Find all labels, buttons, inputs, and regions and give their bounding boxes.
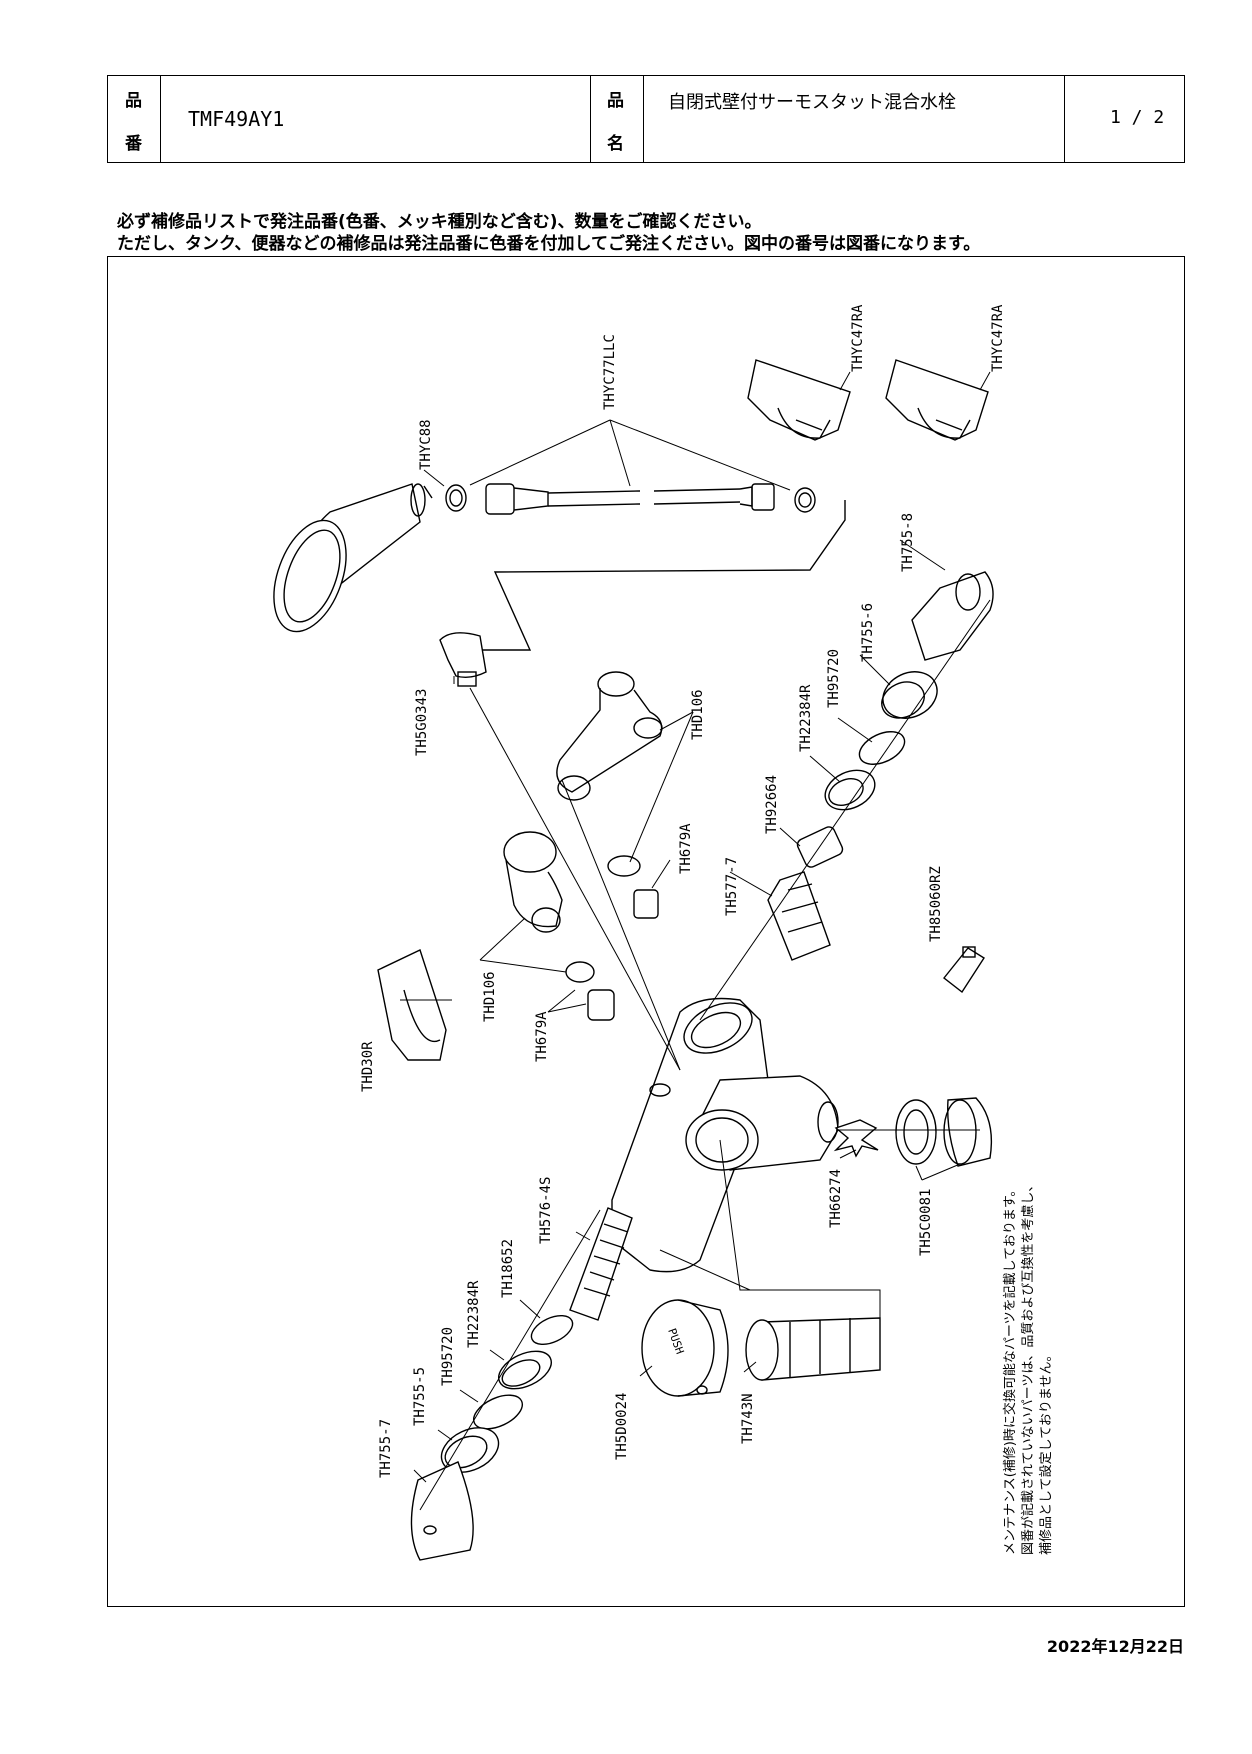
maintenance-note-line-2: 図番が記載されていないパーツは、品質および互換性を考慮し、 — [1020, 1179, 1036, 1555]
thermo-cartridge-shape — [745, 1317, 881, 1381]
part-label-TH679A: TH679A — [678, 823, 694, 874]
hinmei-caption: 品 — [607, 91, 624, 111]
part-label-TH755-5: TH755-5 — [412, 1367, 428, 1426]
valve-body-shape — [611, 997, 839, 1273]
part-label-THD106: THD106 — [690, 689, 706, 740]
ring-stack-shape — [767, 671, 938, 961]
part-label-THYC88: THYC88 — [418, 419, 434, 470]
elbow-shape — [439, 632, 487, 687]
diagram-frame — [107, 256, 1185, 1607]
part-label-TH576-4S: TH576-4S — [538, 1177, 554, 1244]
divider — [590, 76, 591, 162]
part-label-TH22384R: TH22384R — [798, 684, 814, 752]
part-label-TH577-7: TH577-7 — [724, 857, 740, 916]
handle-shape — [911, 571, 994, 661]
spout-shape — [556, 671, 663, 919]
right-parts-shape — [833, 1097, 993, 1167]
part-label-TH85060RZ: TH85060RZ — [928, 866, 944, 942]
part-label-TH66274: TH66274 — [828, 1169, 844, 1228]
hose-shape — [445, 483, 846, 651]
title-block: 品 番 TMF49AY1 品 名 自閉式壁付サーモスタット混合水栓 1 / 2 — [107, 75, 1185, 163]
assembly-axis-lines — [419, 599, 991, 1511]
divider — [1064, 76, 1065, 162]
left-ring-stack-shape — [410, 1314, 574, 1561]
part-label-THYC47RA: THYC47RA — [990, 304, 1006, 372]
holder-shape — [747, 359, 989, 441]
maintenance-note-line-3: 補修品として設定しておりません。 — [1038, 1349, 1054, 1555]
part-label-TH18652: TH18652 — [500, 1239, 516, 1298]
part-label-TH92664: TH92664 — [764, 775, 780, 834]
part-label-TH743N: TH743N — [740, 1393, 756, 1444]
left-spout-shape — [503, 831, 615, 1021]
part-label-THD30R: THD30R — [360, 1041, 376, 1092]
part-label-TH679A: TH679A — [534, 1011, 550, 1062]
part-label-THD106: THD106 — [482, 971, 498, 1022]
product-number: TMF49AY1 — [188, 107, 285, 131]
key-shape — [943, 946, 985, 994]
hinban-caption: 番 — [125, 134, 142, 154]
shower-head-shape — [273, 483, 433, 633]
cartridge-shape — [569, 1207, 633, 1321]
divider — [160, 76, 161, 162]
part-label-TH22384R: TH22384R — [466, 1280, 482, 1348]
part-label-TH755-7: TH755-7 — [378, 1419, 394, 1478]
part-label-TH5D0024: TH5D0024 — [614, 1393, 630, 1460]
part-label-TH755-8: TH755-8 — [900, 513, 916, 572]
divider — [643, 76, 644, 162]
part-label-TH5G0343: TH5G0343 — [414, 689, 430, 756]
notice-line-1: 必ず補修品リストで発注品番(色番、メッキ種別など含む)、数量をご確認ください。 — [117, 212, 762, 232]
hinban-caption: 品 — [125, 91, 142, 111]
part-label-THYC47RA: THYC47RA — [850, 304, 866, 372]
issue-date: 2022年12月22日 — [1046, 1637, 1184, 1656]
notice-line-2: ただし、タンク、便器などの補修品は発注品番に色番を付加してご発注ください。図中の… — [117, 234, 981, 254]
page-number: 1 / 2 — [1110, 107, 1165, 128]
hinmei-caption: 名 — [607, 134, 624, 154]
wall-holder-shape — [377, 949, 447, 1061]
maintenance-note-line-1: メンテナンス(補修)時に交換可能なパーツを記載しております。 — [1002, 1183, 1018, 1555]
part-label-THYC77LLC: THYC77LLC — [602, 334, 618, 410]
push-knob-shape — [641, 1299, 729, 1397]
part-label-TH95720: TH95720 — [440, 1327, 456, 1386]
part-label-TH755-6: TH755-6 — [860, 603, 876, 662]
part-label-TH95720: TH95720 — [826, 649, 842, 708]
product-name: 自閉式壁付サーモスタット混合水栓 — [668, 92, 956, 113]
leader-lines — [400, 371, 991, 1483]
part-label-TH5C0081: TH5C0081 — [918, 1189, 934, 1256]
